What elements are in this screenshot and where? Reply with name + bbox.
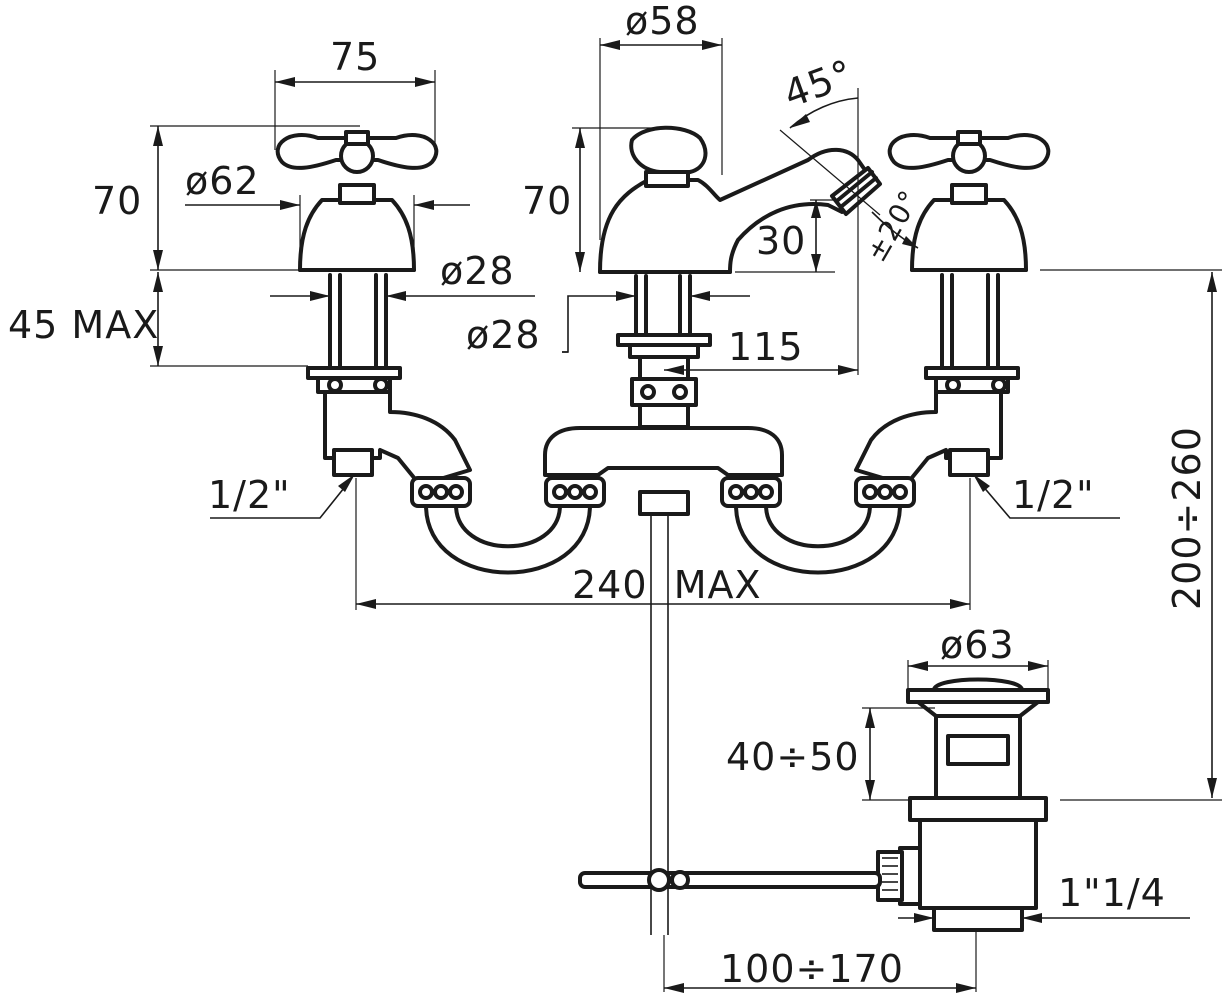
dim-rod-distance: 100÷170 bbox=[720, 947, 904, 991]
dim-left-shank-max: 45 MAX bbox=[8, 303, 159, 347]
dim-body-dia: ø62 bbox=[185, 159, 260, 203]
dim-drain-dia: ø63 bbox=[940, 623, 1015, 667]
dim-spout-angle: 45° bbox=[778, 51, 859, 116]
dim-spout-height: 70 bbox=[522, 179, 572, 223]
dim-drain-height: 40÷50 bbox=[726, 735, 860, 779]
center-spout bbox=[543, 125, 882, 935]
dim-drain-thread: 1"1/4 bbox=[1058, 871, 1166, 915]
right-tap bbox=[854, 130, 1051, 487]
dim-spout-offset: 30 bbox=[756, 219, 806, 263]
dim-handle-span: 75 bbox=[330, 35, 380, 79]
left-tap bbox=[275, 130, 472, 487]
dim-spout-reach: 115 bbox=[728, 325, 804, 369]
pop-up-drain bbox=[876, 677, 1050, 932]
dimension-labels: 75 ø58 45° 70 ø62 70 30 ±20° ø28 45 MAX … bbox=[8, 0, 1209, 991]
dim-center-shank-dia: ø28 bbox=[466, 313, 541, 357]
dimension-lines bbox=[150, 38, 1222, 993]
dim-outlet-span: 240 MAX bbox=[572, 563, 762, 607]
connection-pipes bbox=[410, 476, 916, 575]
dim-left-shank-dia: ø28 bbox=[440, 249, 515, 293]
dim-inlet-right: 1/2" bbox=[1012, 473, 1095, 517]
dim-total-height: 200÷260 bbox=[1165, 426, 1209, 610]
lift-rod bbox=[578, 868, 882, 892]
dim-handle-height: 70 bbox=[92, 179, 142, 223]
dim-spout-body-dia: ø58 bbox=[625, 0, 700, 43]
dim-inlet-left: 1/2" bbox=[208, 473, 291, 517]
